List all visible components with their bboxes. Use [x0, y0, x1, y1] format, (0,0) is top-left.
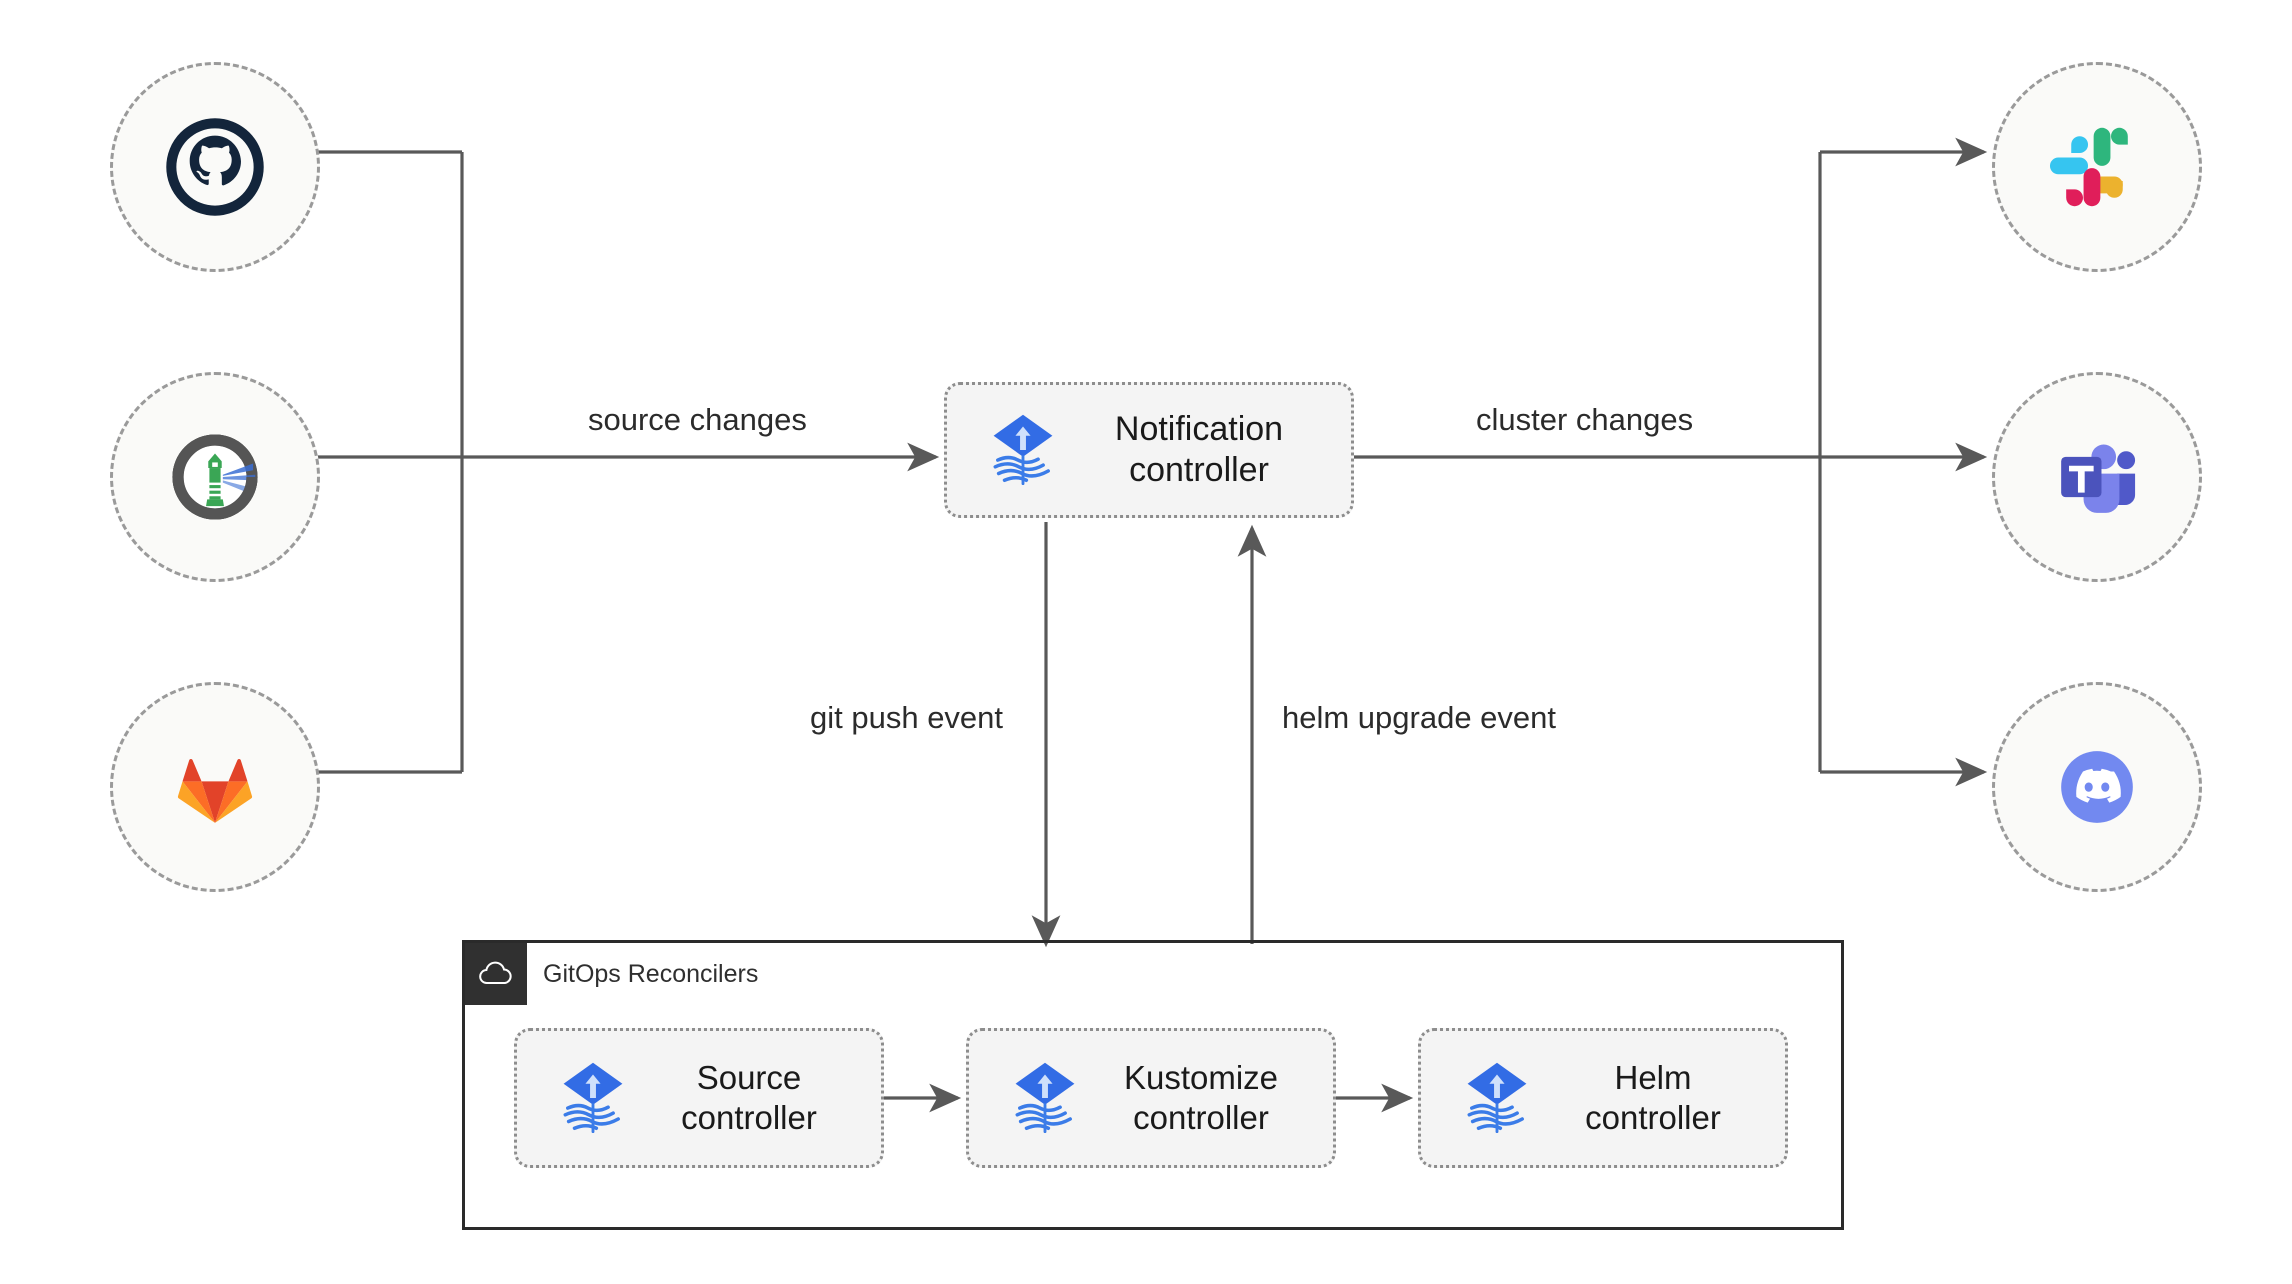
source-controller-node[interactable]: Source controller — [514, 1028, 884, 1168]
notification-controller-label: Notification controller — [1114, 409, 1284, 489]
source-node-github[interactable] — [110, 62, 320, 272]
kustomize-controller-label: Kustomize controller — [1123, 1058, 1279, 1136]
flux-icon — [563, 1062, 623, 1134]
edge-label-source-changes: source changes — [578, 400, 817, 440]
discord-icon — [2061, 751, 2133, 823]
gitops-reconcilers-group: GitOps Reconcilers — [462, 940, 1844, 1230]
gitlab-icon — [177, 758, 253, 823]
flux-icon — [993, 414, 1053, 486]
helm-controller-label: Helm controller — [1585, 1058, 1721, 1136]
edge-label-helm-upgrade-event: helm upgrade event — [1272, 698, 1567, 738]
destination-node-slack[interactable] — [1992, 62, 2202, 272]
source-node-helm-repository[interactable] — [110, 372, 320, 582]
edge-label-cluster-changes: cluster changes — [1466, 400, 1704, 440]
flux-icon — [1467, 1062, 1527, 1134]
slack-icon — [2049, 127, 2128, 207]
destination-node-microsoft-teams[interactable] — [1992, 372, 2202, 582]
source-controller-label: Source controller — [681, 1058, 817, 1136]
kustomize-controller-node[interactable]: Kustomize controller — [966, 1028, 1336, 1168]
edge-label-git-push-event: git push event — [800, 698, 1014, 738]
source-node-gitlab[interactable] — [110, 682, 320, 892]
github-icon — [166, 118, 264, 216]
gitops-reconcilers-title: GitOps Reconcilers — [543, 960, 759, 988]
destination-node-discord[interactable] — [1992, 682, 2202, 892]
microsoft-teams-icon — [2061, 444, 2136, 513]
cloud-icon — [479, 961, 512, 984]
helm-controller-node[interactable]: Helm controller — [1418, 1028, 1788, 1168]
helm-icon — [172, 434, 258, 520]
notification-controller-node[interactable]: Notification controller — [944, 382, 1354, 518]
gitops-reconcilers-badge — [465, 943, 527, 1005]
flux-icon — [1015, 1062, 1075, 1134]
